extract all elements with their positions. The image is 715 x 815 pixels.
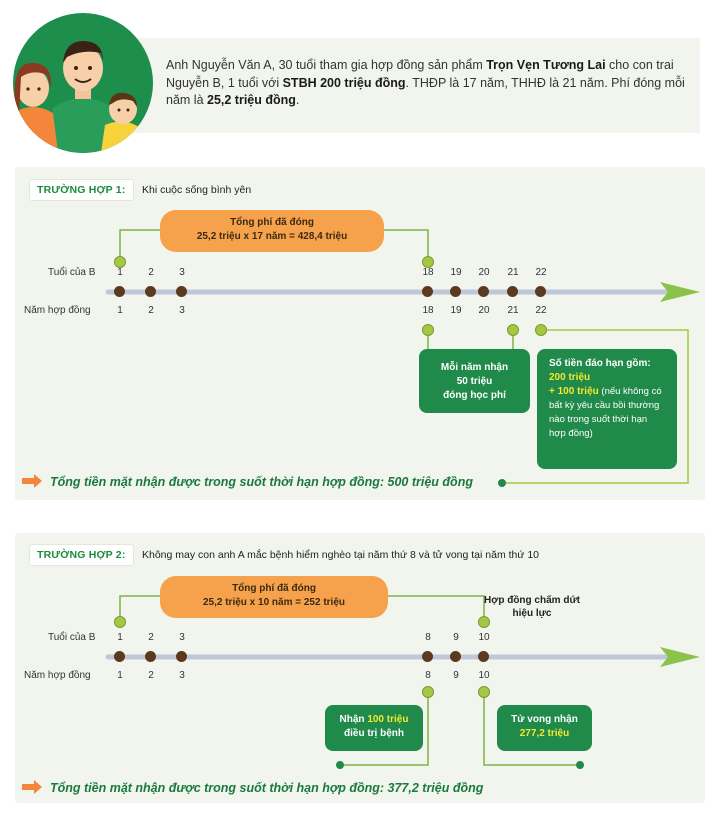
timeline-dot xyxy=(478,286,489,297)
case2-year-tick: 8 xyxy=(425,670,431,681)
timeline-dot xyxy=(176,286,187,297)
timeline-dot xyxy=(145,651,156,662)
case1-maturity-note2: bất kỳ yêu cầu bồi thường xyxy=(549,400,660,411)
case2-age-tick: 8 xyxy=(425,632,431,643)
case2-end-note-1: Hợp đồng chấm dứt xyxy=(484,595,581,606)
case1-maturity-title: Số tiền đáo hạn gồm: xyxy=(549,358,651,369)
case1-year-tick: 22 xyxy=(535,305,547,316)
case1-tuition-line2: 50 triệu xyxy=(456,376,493,387)
case2-age-tick: 1 xyxy=(117,632,123,643)
timeline-dot xyxy=(450,651,461,662)
case1-year-tick: 20 xyxy=(478,305,490,316)
case1-maturity-box: Số tiền đáo hạn gồm: 200 triệu + 100 tri… xyxy=(537,349,677,469)
case1-tuition-line1: Mỗi năm nhận xyxy=(440,362,509,373)
case1-age-tick: 19 xyxy=(450,267,462,278)
intro-text-4: . xyxy=(295,93,300,107)
case1-year-tick: 1 xyxy=(117,305,123,316)
case2-description: Không may con anh A mắc bệnh hiểm nghèo … xyxy=(142,549,539,561)
case1-year-tick: 18 xyxy=(422,305,434,316)
case1-tuition-line3: đóng học phí xyxy=(443,390,506,401)
case1-age-tick: 21 xyxy=(507,267,519,278)
case1-tuition-box: Mỗi năm nhận 50 triệu đóng học phí xyxy=(419,349,530,413)
timeline-dot xyxy=(535,286,546,297)
timeline-dot xyxy=(422,651,433,662)
case2-death-box: Tử vong nhận 277,2 triệu xyxy=(497,705,592,751)
case2-death-2: 277,2 triệu xyxy=(519,728,570,739)
case2-badge: TRƯỜNG HỢP 2: xyxy=(30,545,133,565)
case1-age-tick: 3 xyxy=(179,267,185,278)
case1-badge: TRƯỜNG HỢP 1: xyxy=(30,180,133,200)
case2-age-label: Tuổi của B xyxy=(48,632,96,643)
case2-year-label: Năm hợp đồng xyxy=(24,670,91,681)
intro-stbh: STBH 200 triệu đồng xyxy=(282,75,406,90)
case2-year-tick: 1 xyxy=(117,670,123,681)
case1-premium-pill: Tổng phí đã đóng 25,2 triệu x 17 năm = 4… xyxy=(160,210,384,252)
case2-year-tick: 10 xyxy=(478,670,490,681)
case1-maturity-note4: hợp đồng) xyxy=(549,428,593,439)
case1-age-tick: 18 xyxy=(422,267,434,278)
case2-end-note-2: hiệu lực xyxy=(512,608,552,619)
case1-maturity-note3: nào trong suốt thời hạn xyxy=(549,414,648,425)
case1-maturity-v2: + 100 triệu xyxy=(549,386,599,397)
intro-text-3: . THĐP là 17 năm, THHĐ là 21 năm. Phí đó… xyxy=(166,75,685,108)
case2-year-tick: 3 xyxy=(179,670,185,681)
case2-year-tick: 9 xyxy=(453,670,459,681)
intro-band xyxy=(60,38,700,133)
case2-pill-formula: 25,2 triệu x 10 năm = 252 triệu xyxy=(202,597,346,608)
case2-year-tick: 2 xyxy=(148,670,154,681)
case1-description: Khi cuộc sống bình yên xyxy=(142,184,252,196)
case2-age-tick: 3 xyxy=(179,632,185,643)
case1-year-label: Năm hợp đồng xyxy=(24,305,91,316)
case1-year-tick: 21 xyxy=(507,305,519,316)
case1-pill-formula: 25,2 triệu x 17 năm = 428,4 triệu xyxy=(196,231,348,242)
case1-maturity-note1: (nếu không có xyxy=(598,386,662,397)
case1-year-tick: 2 xyxy=(148,305,154,316)
case1-age-tick: 1 xyxy=(117,267,123,278)
intro-description: Anh Nguyễn Văn A, 30 tuổi tham gia hợp đ… xyxy=(166,57,686,110)
case2-pill-title: Tổng phí đã đóng xyxy=(232,583,316,594)
intro-section: Anh Nguyễn Văn A, 30 tuổi tham gia hợp đ… xyxy=(0,0,715,160)
case1-year-tick: 3 xyxy=(179,305,185,316)
case1-maturity-v1: 200 triệu xyxy=(549,372,591,383)
timeline-dot xyxy=(114,651,125,662)
timeline-dot xyxy=(422,286,433,297)
intro-product: Trọn Vẹn Tương Lai xyxy=(486,58,606,72)
case2-treatment-1a: Nhận xyxy=(339,714,368,725)
case2-end-note: Hợp đồng chấm dứt hiệu lực xyxy=(484,594,580,620)
timeline-dot xyxy=(145,286,156,297)
timeline-dot xyxy=(450,286,461,297)
timeline-dot xyxy=(507,286,518,297)
case1-age-label: Tuổi của B xyxy=(48,267,96,278)
case2-premium-pill: Tổng phí đã đóng 25,2 triệu x 10 năm = 2… xyxy=(160,576,388,618)
intro-text-1: Anh Nguyễn Văn A, 30 tuổi tham gia hợp đ… xyxy=(166,58,487,72)
case2-total: Tổng tiền mặt nhận được trong suốt thời … xyxy=(50,781,484,795)
intro-premium: 25,2 triệu đồng xyxy=(207,93,296,107)
case2-age-tick: 9 xyxy=(453,632,459,643)
timeline-dot xyxy=(114,286,125,297)
case2-age-tick: 2 xyxy=(148,632,154,643)
case1-pill-title: Tổng phí đã đóng xyxy=(230,217,314,228)
case1-age-tick: 2 xyxy=(148,267,154,278)
case2-treatment-1b: 100 triệu xyxy=(367,714,409,725)
intro-text-2: cho con trai Nguyễn B, 1 tuổi với xyxy=(166,58,674,90)
case1-total: Tổng tiền mặt nhận được trong suốt thời … xyxy=(50,475,473,489)
case2-treatment-2: điều trị bệnh xyxy=(344,728,404,739)
case1-age-tick: 22 xyxy=(535,267,547,278)
case2-treatment-box: Nhận 100 triệu điều trị bệnh xyxy=(325,705,423,751)
case1-age-tick: 20 xyxy=(478,267,490,278)
timeline-dot xyxy=(478,651,489,662)
timeline-dot xyxy=(176,651,187,662)
case1-year-tick: 19 xyxy=(450,305,462,316)
case2-death-1: Tử vong nhận xyxy=(511,714,578,725)
case2-age-tick: 10 xyxy=(478,632,490,643)
